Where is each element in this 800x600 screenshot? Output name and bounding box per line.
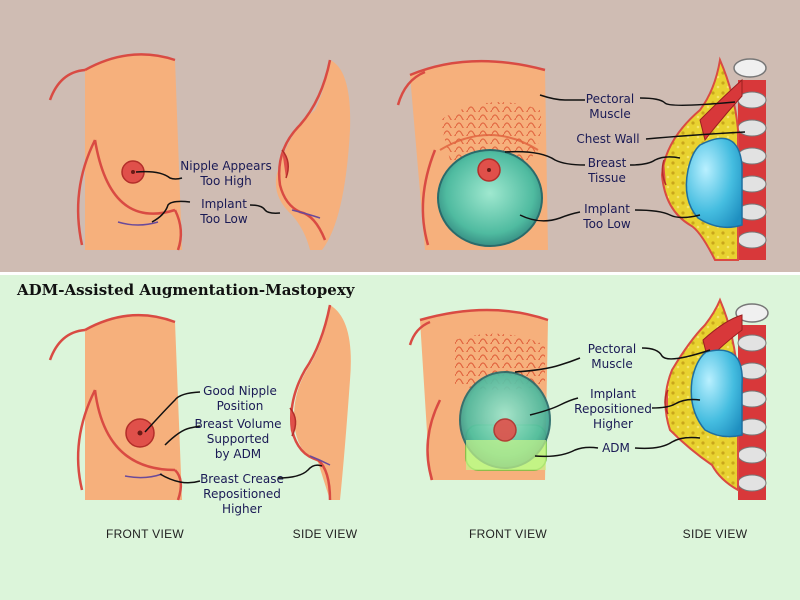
caption-front-view-right: FRONT VIEW (469, 527, 547, 541)
caption-side-view-left: SIDE VIEW (293, 527, 358, 541)
label-breast-crease-repositioned: Breast Crease Repositioned Higher (200, 472, 284, 516)
clavicle-bone (733, 58, 767, 78)
svg-text:Implant: Implant (584, 202, 630, 216)
svg-text:Too High: Too High (199, 174, 251, 188)
top-front-view-illustration (48, 53, 183, 251)
svg-text:Higher: Higher (222, 502, 262, 516)
bottom-front-internal-illustration (408, 308, 551, 481)
svg-text:by ADM: by ADM (215, 447, 261, 461)
label-implant-repositioned-higher: Implant Repositioned Higher (574, 387, 652, 431)
svg-text:Repositioned: Repositioned (574, 402, 652, 416)
svg-text:Pectoral: Pectoral (588, 342, 636, 356)
bottom-panel-title: ADM-Assisted Augmentation-Mastopexy (16, 281, 356, 299)
label-nipple-appears-too-high: Nipple Appears Too High (180, 159, 271, 188)
panel-divider (0, 272, 800, 275)
svg-text:Breast: Breast (588, 156, 627, 170)
caption-side-view-right: SIDE VIEW (683, 527, 748, 541)
label-breast-volume-supported: Breast Volume Supported by ADM (194, 417, 281, 461)
svg-text:Too Low: Too Low (199, 212, 248, 226)
top-front-internal-illustration (396, 59, 548, 250)
label-pectoral-muscle-top: Pectoral Muscle (586, 92, 634, 121)
svg-text:Muscle: Muscle (589, 107, 631, 121)
svg-text:Breast Volume: Breast Volume (194, 417, 281, 431)
svg-text:Breast Crease: Breast Crease (200, 472, 284, 486)
svg-text:Nipple Appears: Nipple Appears (180, 159, 271, 173)
label-breast-tissue: Breast Tissue (587, 156, 626, 185)
svg-text:Tissue: Tissue (587, 171, 626, 185)
label-adm: ADM (602, 441, 630, 455)
label-chest-wall: Chest Wall (576, 132, 639, 146)
svg-text:Higher: Higher (593, 417, 633, 431)
caption-front-view-left: FRONT VIEW (106, 527, 184, 541)
label-implant-too-low-left: Implant Too Low (199, 197, 248, 226)
label-good-nipple-position: Good Nipple Position (203, 384, 277, 413)
label-pectoral-muscle-bottom: Pectoral Muscle (588, 342, 636, 371)
label-implant-too-low-right: Implant Too Low (582, 202, 631, 231)
top-side-internal-illustration (660, 56, 767, 261)
top-side-view-illustration (275, 59, 351, 250)
bottom-side-internal-illustration (664, 297, 769, 500)
svg-text:Implant: Implant (590, 387, 636, 401)
svg-text:Supported: Supported (207, 432, 269, 446)
clavicle-bone-bottom (735, 303, 769, 323)
implant-front-top (437, 149, 543, 247)
svg-text:Pectoral: Pectoral (586, 92, 634, 106)
svg-text:Muscle: Muscle (591, 357, 633, 371)
bottom-side-view-illustration (289, 304, 351, 501)
svg-text:Good Nipple: Good Nipple (203, 384, 277, 398)
svg-text:Implant: Implant (201, 197, 247, 211)
svg-text:Too Low: Too Low (582, 217, 631, 231)
bottom-front-view-illustration (48, 313, 183, 501)
svg-text:Repositioned: Repositioned (203, 487, 281, 501)
svg-text:Position: Position (217, 399, 264, 413)
